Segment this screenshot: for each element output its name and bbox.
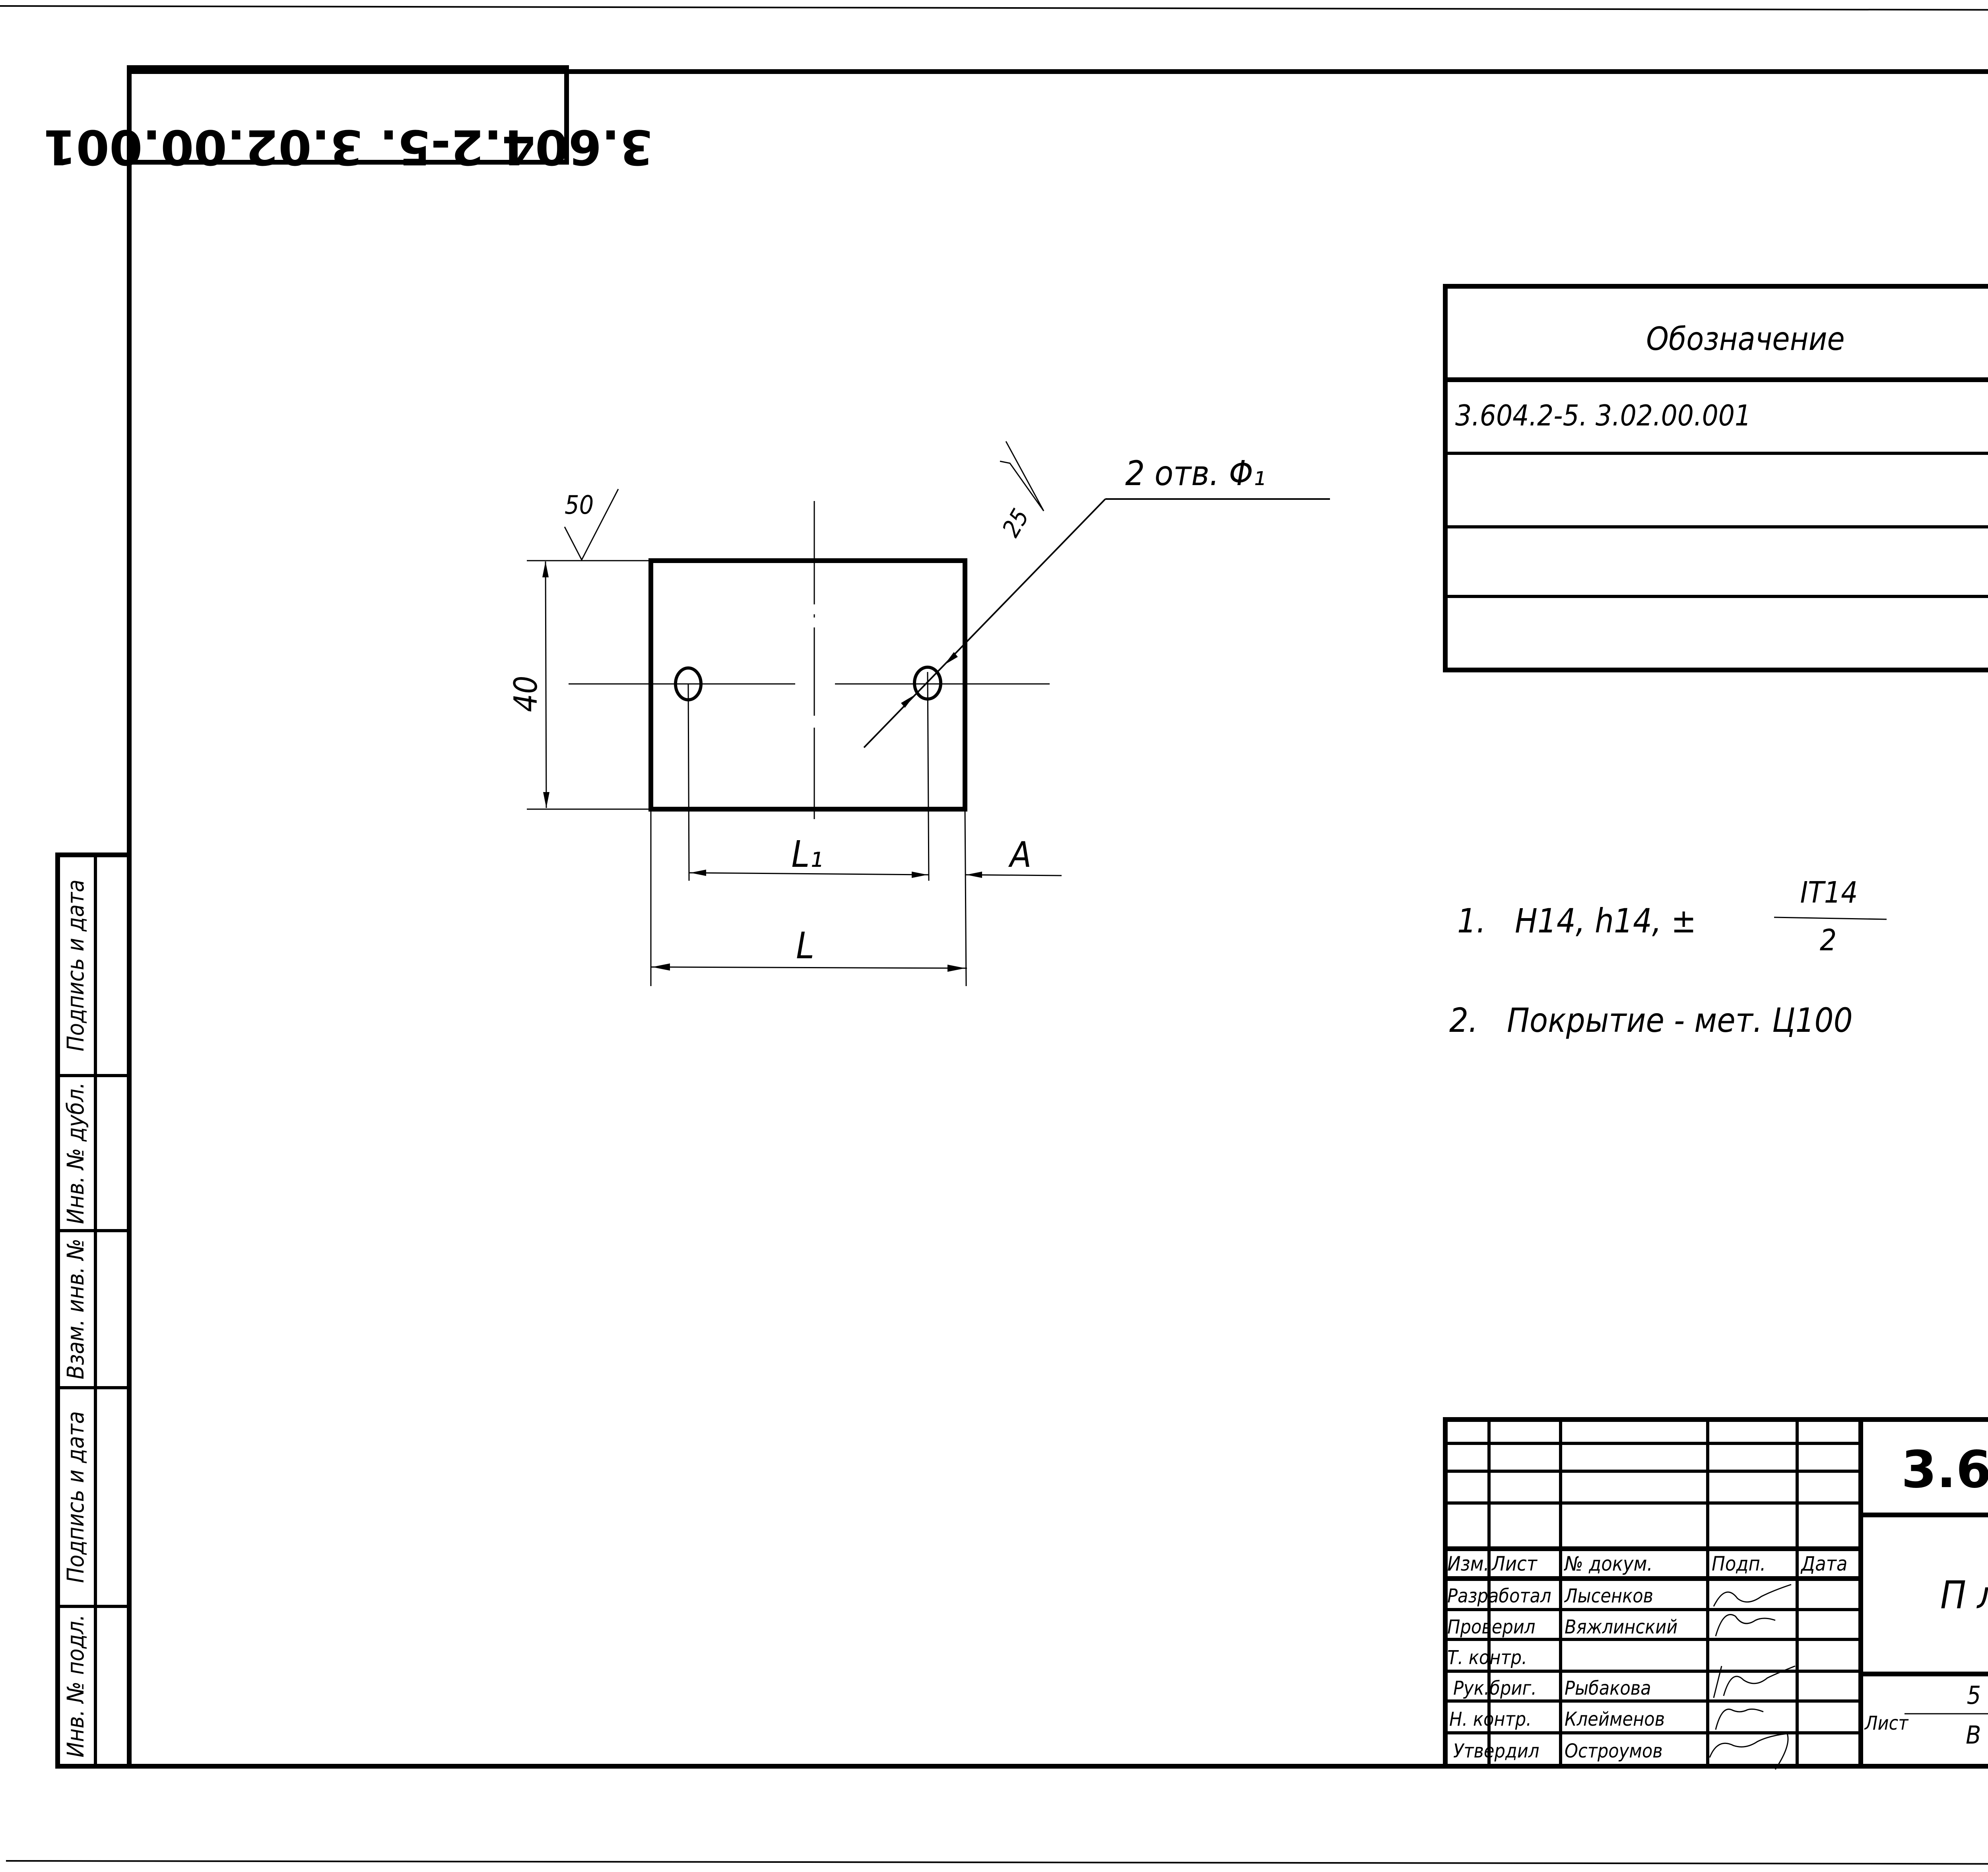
person-name: Рыбакова — [1565, 1677, 1651, 1699]
dim-line-L1 — [689, 872, 929, 876]
plate-outline — [648, 558, 967, 812]
roughness-50-icon — [564, 489, 619, 561]
rotated-code-box: 3.604.2-5. 3.02.00.001 — [43, 65, 653, 174]
side-stamp: Подпись и дата Инв. № дубл. Взам. инв. №… — [55, 852, 132, 1769]
dim-height-label: 40 — [507, 676, 544, 712]
part-drawing: 40 50 L L₁ A 2 отв. Φ₁ 25 — [507, 441, 1330, 986]
role-label: Проверил — [1447, 1616, 1535, 1638]
part-name: П л а н к а — [1940, 1573, 1988, 1618]
signature-scribble-icon — [1713, 1665, 1796, 1698]
material-profile: 5 Б-ПН-НО ГОСТ 19903-74 — [1967, 1681, 1988, 1710]
roughness-25-label: 25 — [997, 504, 1035, 542]
role-label: Т. контр. — [1447, 1647, 1527, 1669]
roughness-25-icon — [1000, 441, 1044, 511]
approval-row: Н. контр. Клейменов — [1449, 1708, 1764, 1730]
role-label: Рук.бриг. — [1453, 1677, 1537, 1699]
table-row: 3.604.2-5. 3.02.00.001 50 7 36 7 0.075 — [1455, 399, 1751, 432]
approval-row: Проверил Вяжлинский — [1447, 1614, 1776, 1638]
stamp-vzam-inv: Взам. инв. № — [62, 1239, 89, 1379]
signature-scribble-icon — [1715, 1614, 1776, 1637]
role-label: Разработал — [1447, 1585, 1551, 1607]
dim-A-label: A — [1008, 834, 1031, 875]
approval-row: Утвердил Остроумов — [1453, 1733, 1789, 1770]
person-name: Клейменов — [1565, 1708, 1665, 1730]
roughness-50-label: 50 — [565, 491, 594, 520]
material-steel-grade: В Ст 3кп 2 ГОСТ 14637-89 — [1966, 1721, 1988, 1750]
stamp-sign-date-top: Подпись и дата — [62, 880, 89, 1051]
note-1-fraction-bar — [1774, 917, 1887, 920]
trim-line-top — [0, 5, 1988, 11]
approval-row: Рук.бриг. Рыбакова — [1453, 1665, 1796, 1699]
label-sign: Подп. — [1712, 1552, 1766, 1575]
approval-row: Разработал Лысенков — [1447, 1584, 1792, 1607]
note-2-text: Покрытие - мет. Ц100 — [1507, 1001, 1853, 1040]
hole-callout-label: 2 отв. Φ₁ — [1125, 454, 1266, 493]
label-list: Лист — [1491, 1552, 1538, 1575]
col-designation-header: Обозначение — [1646, 320, 1844, 357]
spec-table: Обозначение Размеры в мм Масса кг L A L₁… — [1443, 284, 1988, 672]
note-2-number: 2. — [1449, 1001, 1478, 1040]
stamp-inv-podl: Инв. № подл. — [62, 1614, 89, 1757]
technical-notes: 1. H14, h14, ± IT14 2 2. Покрытие - мет.… — [1449, 876, 1887, 1040]
note-1-text: H14, h14, ± — [1515, 901, 1696, 940]
trim-line-bottom — [6, 1860, 1988, 1865]
stamp-sign-date-bottom: Подпись и дата — [62, 1411, 89, 1583]
signature-scribble-icon — [1715, 1708, 1764, 1730]
note-1-fraction-numerator: IT14 — [1800, 876, 1858, 910]
signature-scribble-icon — [1709, 1733, 1789, 1770]
approval-row: Т. контр. — [1447, 1647, 1527, 1669]
note-1-number: 1. — [1457, 901, 1486, 940]
title-block: Изм. Лист № докум. Подп. Дата Разработал… — [1443, 1417, 1988, 1770]
rotated-code: 3.604.2-5. 3.02.00.001 — [43, 119, 653, 174]
role-label: Утвердил — [1453, 1740, 1539, 1762]
label-izm: Изм. — [1447, 1552, 1489, 1575]
person-name: Вяжлинский — [1565, 1616, 1677, 1638]
stamp-inv-dubl: Инв. № дубл. — [62, 1082, 89, 1224]
person-name: Лысенков — [1564, 1585, 1653, 1607]
material-prefix: Лист — [1864, 1712, 1909, 1734]
signature-scribble-icon — [1713, 1584, 1792, 1607]
dim-line-L — [650, 966, 967, 969]
note-1-fraction-denominator: 2 — [1820, 923, 1837, 957]
role-label: Н. контр. — [1449, 1708, 1532, 1730]
hole-leader-line — [863, 498, 1106, 748]
label-date: Дата — [1800, 1552, 1847, 1575]
title-doc-code: 3.604.2-5. 3.02.00.001 — [1901, 1440, 1988, 1499]
person-name: Остроумов — [1565, 1740, 1663, 1762]
dim-L1-label: L₁ — [791, 833, 823, 876]
label-doc-no: № докум. — [1564, 1552, 1653, 1575]
dim-L-label: L — [796, 924, 814, 967]
row-designation: 3.604.2-5. 3.02.00.001 — [1455, 399, 1751, 432]
